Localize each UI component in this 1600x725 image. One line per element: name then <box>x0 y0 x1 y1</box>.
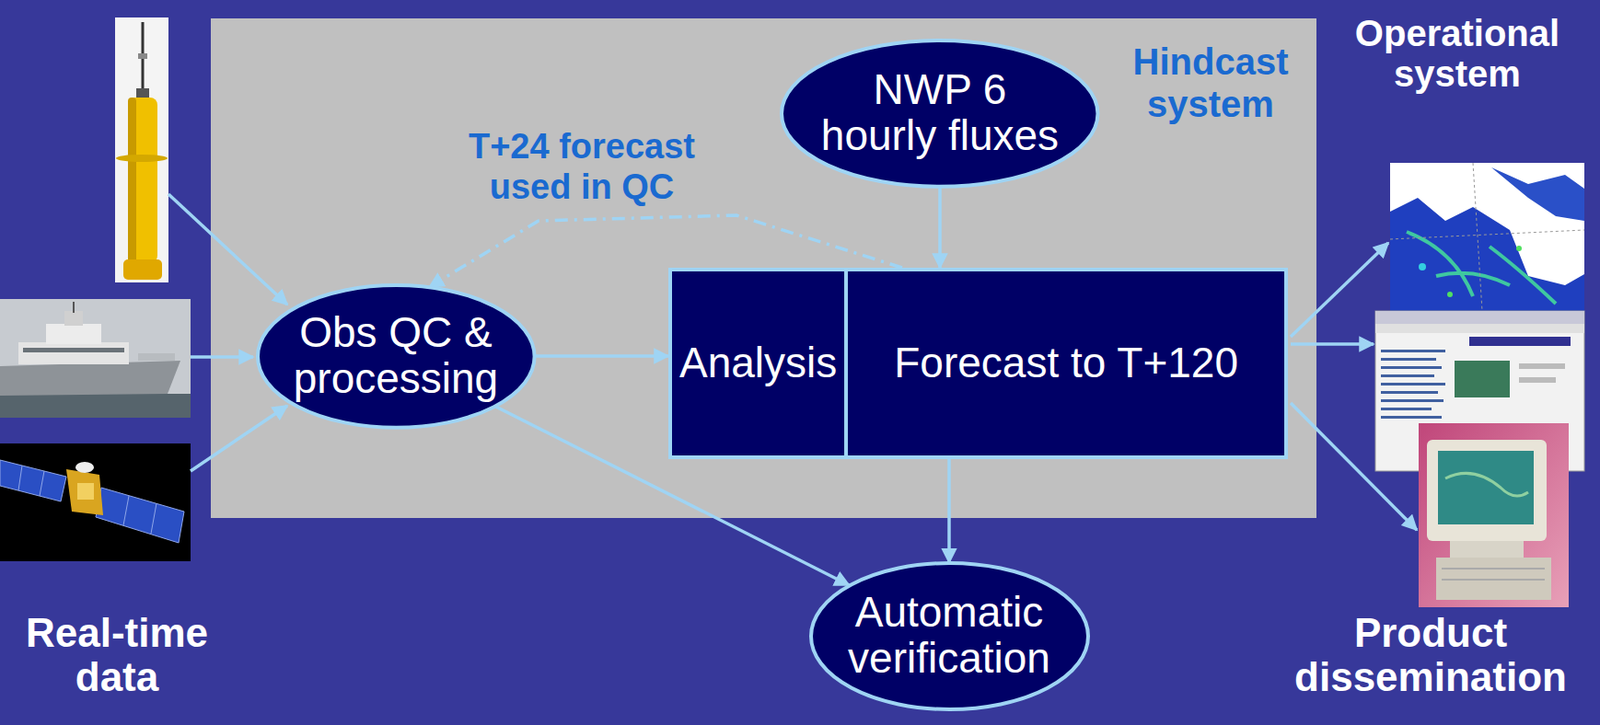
ship-photo <box>0 299 191 418</box>
node-text: Analysis <box>679 340 837 387</box>
edge-label-holder: T+24 forecast used in QC <box>452 127 711 208</box>
qc-ellipse: Obs QC & processing <box>255 283 537 430</box>
panel-heading: Hindcast system <box>1113 40 1308 126</box>
computer-photo <box>1418 423 1569 608</box>
satellite-photo <box>0 443 191 562</box>
forecast-box: Forecast to T+120 <box>844 267 1288 460</box>
buoy-photo <box>115 17 169 283</box>
system-label: Operational system <box>1337 12 1577 94</box>
ellipse-shape <box>257 285 535 429</box>
ellipse-shape <box>781 40 1098 187</box>
input-label-holder: Real-time data <box>1 611 232 701</box>
web-page-image <box>1375 311 1585 472</box>
input-label: Real-time data <box>1 611 232 701</box>
node-text: Automatic verification <box>841 590 1058 682</box>
map-image <box>1390 162 1585 312</box>
flux-ellipse: NWP 6 hourly fluxes <box>779 38 1100 189</box>
output-label: Product dissemination <box>1278 611 1583 701</box>
node-text: Forecast to T+120 <box>893 340 1239 387</box>
node-text: NWP 6 hourly fluxes <box>815 67 1065 159</box>
analysis-box: Analysis <box>668 267 848 460</box>
node-text: Obs QC & processing <box>287 310 504 402</box>
system-label-holder: Operational system <box>1337 12 1577 94</box>
ellipse-shape <box>811 563 1089 710</box>
verification-ellipse: Automatic verification <box>809 561 1090 712</box>
edge-label: T+24 forecast used in QC <box>452 127 711 208</box>
output-label-holder: Product dissemination <box>1278 611 1583 701</box>
panel-heading-holder: Hindcast system <box>1113 40 1308 126</box>
hindcast-panel: Hindcast system NWP 6 hourly fluxesObs QC… <box>210 18 1317 519</box>
